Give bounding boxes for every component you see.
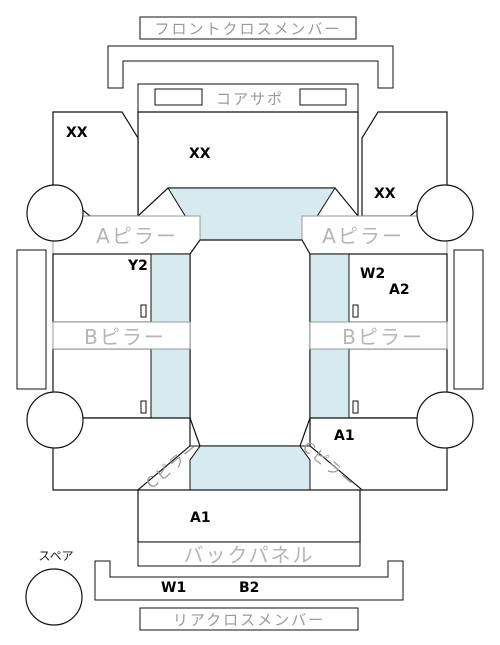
back-panel[interactable] xyxy=(137,541,361,567)
left-side-sill[interactable] xyxy=(16,249,47,390)
right-front-door-handle xyxy=(352,304,359,318)
code-front-left: XX xyxy=(66,125,88,141)
roof[interactable] xyxy=(189,239,311,447)
b-pillar-right-band[interactable] xyxy=(309,321,448,350)
right-side-sill[interactable] xyxy=(453,249,484,390)
rear-cross-member-label: リアクロスメンバー xyxy=(173,611,325,629)
front-cross-member-box[interactable] xyxy=(139,16,357,40)
b-pillar-left-label: Bピラー xyxy=(84,325,166,349)
code-right-front-door-1: W2 xyxy=(360,266,385,282)
code-right-front-door-2: A2 xyxy=(389,282,410,298)
front-cross-member-label: フロントクロスメンバー xyxy=(154,20,341,38)
code-rear-member-2: B2 xyxy=(239,580,259,596)
a-pillar-left-label: Aピラー xyxy=(96,224,178,248)
left-front-door-handle xyxy=(140,304,147,318)
wheel-rear-left[interactable] xyxy=(26,391,84,449)
front-bumper-bracket[interactable] xyxy=(107,45,394,89)
code-front-center: XX xyxy=(189,146,211,162)
wheel-front-left[interactable] xyxy=(26,184,84,242)
core-support-right-slot xyxy=(299,88,347,106)
b-pillar-right-label: Bピラー xyxy=(342,325,424,349)
code-left-front-door: Y2 xyxy=(127,258,148,274)
right-rear-window[interactable] xyxy=(309,348,350,419)
code-front-right: XX xyxy=(374,186,396,202)
code-right-rear-quarter: A1 xyxy=(334,428,355,444)
right-front-window[interactable] xyxy=(309,253,350,323)
a-pillar-right-label: Aピラー xyxy=(322,224,404,248)
back-panel-label: バックパネル xyxy=(184,543,315,567)
core-support-left-slot xyxy=(154,88,203,106)
left-rear-window[interactable] xyxy=(150,348,191,419)
right-rear-door-handle xyxy=(352,400,359,414)
rear-window[interactable] xyxy=(189,445,311,491)
rear-bumper-bracket[interactable] xyxy=(94,560,404,601)
left-rear-door-handle xyxy=(140,400,147,414)
core-support-label: コアサポ xyxy=(216,90,284,108)
code-trunk: A1 xyxy=(190,510,211,526)
rear-cross-member-box[interactable] xyxy=(139,607,359,631)
left-front-window[interactable] xyxy=(150,253,191,323)
trunk-lid[interactable] xyxy=(137,489,361,543)
spare-tire[interactable] xyxy=(25,568,83,626)
c-pillar-left[interactable] xyxy=(136,445,201,491)
code-rear-member-1: W1 xyxy=(161,580,186,596)
b-pillar-left-band[interactable] xyxy=(52,321,191,350)
wheel-rear-right[interactable] xyxy=(416,391,474,449)
wheel-front-right[interactable] xyxy=(416,184,474,242)
spare-label: スペア xyxy=(38,549,73,563)
